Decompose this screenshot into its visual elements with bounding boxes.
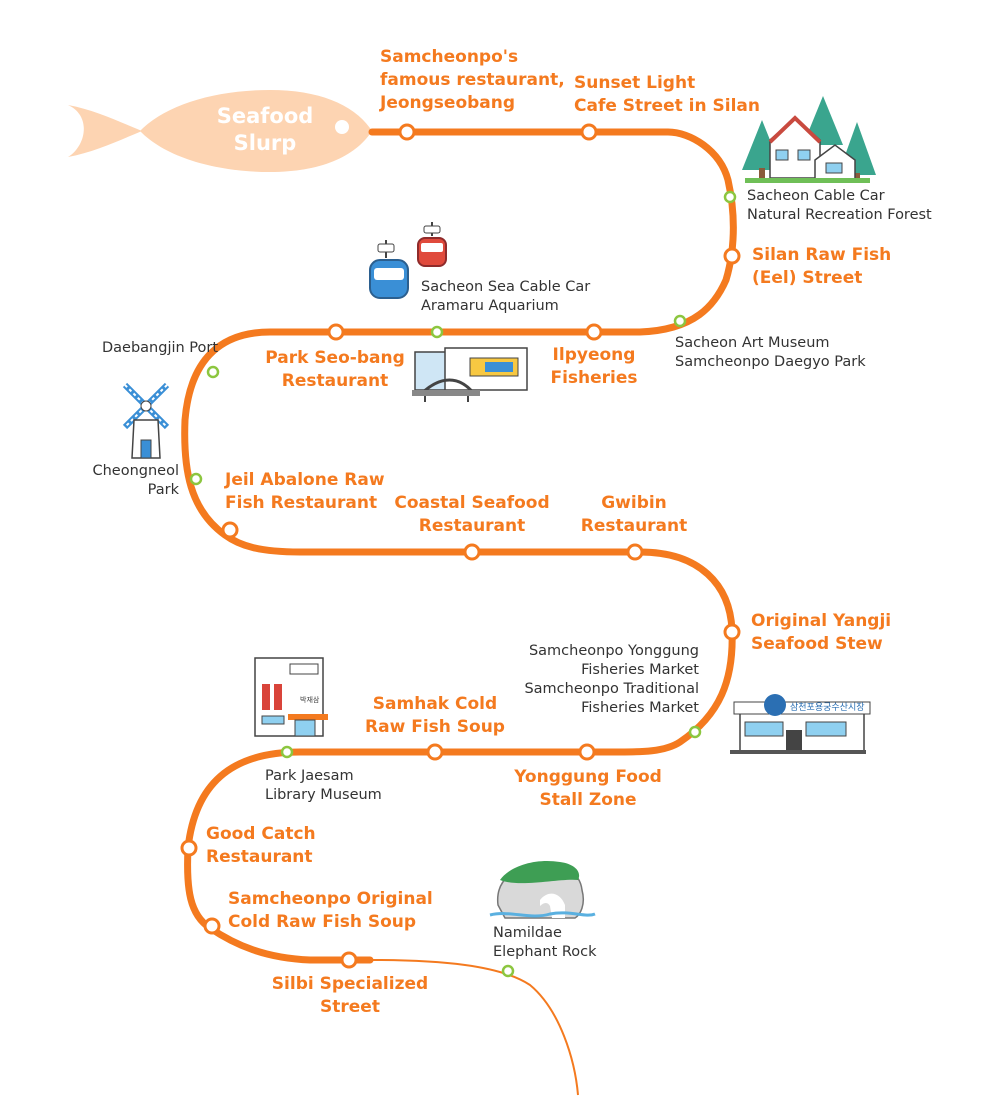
- stop-cable-car-forest: [723, 190, 737, 204]
- svg-text:박재삼: 박재삼: [300, 695, 320, 704]
- stop-cheongneol: [189, 472, 203, 486]
- label-silan-raw-fish: Silan Raw Fish (Eel) Street: [752, 245, 892, 288]
- attraction-stops: [189, 190, 737, 978]
- windmill-icon: [122, 382, 170, 459]
- label-samhak: Samhak Cold Raw Fish Soup: [365, 694, 505, 737]
- stop-yonggung-market: [688, 725, 702, 739]
- stop-sea-cable-car: [430, 325, 444, 339]
- map-title: Seafood Slurp: [216, 104, 314, 155]
- label-namildae: Namildae Elephant Rock: [493, 925, 597, 960]
- route-tail: [369, 959, 579, 1096]
- cable-car-icon: [369, 222, 447, 299]
- stop-samhak: [426, 743, 444, 761]
- label-samcheonpo-original: Samcheonpo Original Cold Raw Fish Soup: [228, 889, 433, 932]
- stop-yangji: [723, 623, 741, 641]
- label-silbi: Silbi Specialized Street: [271, 974, 429, 1017]
- label-yonggung-market: Samcheonpo Yonggung Fisheries Market Sam…: [524, 643, 699, 716]
- stop-samcheonpo-original: [203, 917, 221, 935]
- stop-ilpyeong: [585, 323, 603, 341]
- label-park-jaesam: Park Jaesam Library Museum: [265, 768, 382, 803]
- stop-silbi: [340, 951, 358, 969]
- fish-market-icon: 삼천포용궁수산시장: [730, 694, 871, 754]
- label-daebangjin: Daebangjin Port: [102, 340, 219, 356]
- stop-art-museum: [673, 314, 687, 328]
- label-good-catch: Good Catch Restaurant: [206, 824, 316, 867]
- label-sunset-light: Sunset Light Cafe Street in Silan: [574, 73, 760, 116]
- label-art-museum: Sacheon Art Museum Samcheonpo Daegyo Par…: [675, 335, 866, 370]
- route-stops: [180, 123, 741, 969]
- label-jeil-abalone: Jeil Abalone Raw Fish Restaurant: [225, 470, 385, 513]
- stop-park-jaesam: [280, 745, 294, 759]
- label-ilpyeong: Ilpyeong Fisheries: [550, 345, 638, 388]
- label-coastal-seafood: Coastal Seafood Restaurant: [394, 493, 550, 536]
- aquarium-icon: [412, 347, 528, 402]
- label-sea-cable-car: Sacheon Sea Cable Car Aramaru Aquarium: [421, 279, 591, 314]
- stop-silan-raw-fish: [723, 247, 741, 265]
- elephant-rock-icon: [489, 860, 596, 919]
- stop-yonggung-food: [578, 743, 596, 761]
- stop-good-catch: [180, 839, 198, 857]
- stop-gwibin: [626, 543, 644, 561]
- label-cheongneol: Cheongneol Park: [92, 463, 179, 498]
- forest-house-icon: [742, 96, 876, 183]
- stop-coastal-seafood: [463, 543, 481, 561]
- label-yangji: Original Yangji Seafood Stew: [751, 611, 892, 654]
- stop-jeongseobang: [398, 123, 416, 141]
- svg-text:삼천포용궁수산시장: 삼천포용궁수산시장: [790, 702, 865, 713]
- stop-sunset-light: [580, 123, 598, 141]
- stop-park-seobang: [327, 323, 345, 341]
- stop-daebangjin: [206, 365, 220, 379]
- label-yonggung-food: Yonggung Food Stall Zone: [514, 767, 662, 810]
- label-park-seobang: Park Seo-bang Restaurant: [265, 348, 405, 391]
- label-gwibin: Gwibin Restaurant: [580, 493, 688, 536]
- label-jeongseobang: Samcheonpo's famous restaurant, Jeongseo…: [380, 47, 565, 113]
- fish-icon: [68, 90, 372, 172]
- library-icon: 박재삼: [254, 657, 328, 737]
- label-cable-car-forest: Sacheon Cable Car Natural Recreation For…: [747, 188, 932, 223]
- stop-namildae: [501, 964, 515, 978]
- stop-jeil-abalone: [221, 521, 239, 539]
